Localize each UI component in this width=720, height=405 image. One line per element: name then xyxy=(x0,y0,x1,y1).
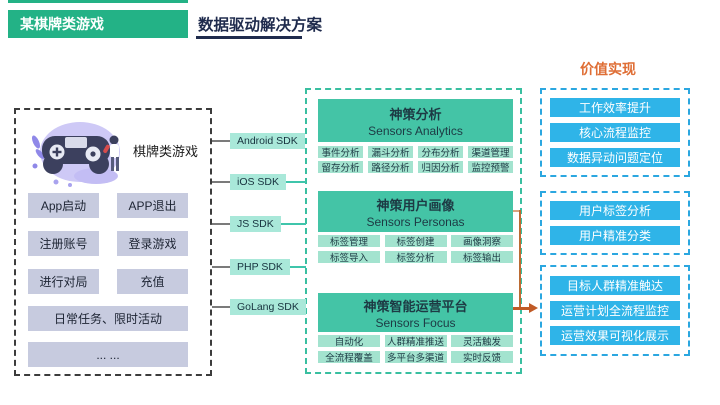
feature-chip: 渠道管理 xyxy=(468,146,513,159)
page-title: 数据驱动解决方案 xyxy=(198,17,323,34)
connector-game-js xyxy=(212,223,232,225)
sdk-js: JS SDK xyxy=(230,216,281,232)
section-title-zh: 神策用户画像 xyxy=(376,197,455,213)
sdk-ios: iOS SDK xyxy=(230,174,287,190)
section-sensors-analytics: 神策分析 Sensors Analytics xyxy=(318,99,513,142)
feature-chip: 自动化 xyxy=(318,335,380,348)
connector-personas-stub xyxy=(513,210,521,212)
connector-focus-value xyxy=(513,307,530,310)
connector-vertical xyxy=(519,210,521,309)
section-sensors-personas: 神策用户画像 Sensors Personas xyxy=(318,191,513,232)
value-item: 用户精准分类 xyxy=(550,226,680,245)
event-ellipsis: ... ... xyxy=(28,342,188,367)
value-group-personas: 用户标签分析 用户精准分类 xyxy=(540,191,690,255)
feature-chip: 归因分析 xyxy=(418,161,463,174)
connector-game-golang xyxy=(212,306,232,308)
arrow-head-icon xyxy=(529,303,538,313)
section-title-zh: 神策智能运营平台 xyxy=(363,298,468,314)
feature-chip: 留存分析 xyxy=(318,161,363,174)
value-item: 数据异动问题定位 xyxy=(550,148,680,167)
value-group-analytics: 工作效率提升 核心流程监控 数据异动问题定位 xyxy=(540,88,690,177)
feature-chip: 多平台多渠道 xyxy=(384,351,447,364)
feature-chip: 画像洞察 xyxy=(451,235,513,248)
focus-features-row2: 全流程覆盖 多平台多渠道 实时反馈 xyxy=(318,351,513,364)
value-item: 用户标签分析 xyxy=(550,201,680,220)
personas-features-row2: 标签导入 标签分析 标签输出 xyxy=(318,251,513,264)
event-play-match: 进行对局 xyxy=(28,269,99,294)
analytics-features-row2: 留存分析 路径分析 归因分析 监控预警 xyxy=(318,161,513,174)
value-item: 核心流程监控 xyxy=(550,123,680,142)
analytics-features-row1: 事件分析 漏斗分析 分布分析 渠道管理 xyxy=(318,146,513,159)
feature-chip: 标签输出 xyxy=(451,251,513,264)
section-sensors-focus: 神策智能运营平台 Sensors Focus xyxy=(318,293,513,332)
page-title-underline xyxy=(196,36,302,39)
feature-chip: 漏斗分析 xyxy=(368,146,413,159)
event-recharge: 充值 xyxy=(117,269,188,294)
personas-features-row1: 标签管理 标签创建 画像洞察 xyxy=(318,235,513,248)
connector-game-ios xyxy=(212,181,232,183)
event-app-exit: APP退出 xyxy=(117,193,188,218)
gamepad-illustration xyxy=(31,122,120,187)
feature-chip: 标签管理 xyxy=(318,235,380,248)
sdk-android: Android SDK xyxy=(230,133,305,149)
feature-chip: 监控预警 xyxy=(468,161,513,174)
section-title-en: Sensors Personas xyxy=(366,214,465,229)
feature-chip: 人群精准推送 xyxy=(384,335,447,348)
sdk-php: PHP SDK xyxy=(230,259,290,275)
section-title-en: Sensors Focus xyxy=(375,315,456,330)
event-register: 注册账号 xyxy=(28,231,99,256)
value-group-focus: 目标人群精准触达 运营计划全流程监控 运营效果可视化展示 xyxy=(540,265,690,356)
event-login: 登录游戏 xyxy=(117,231,188,256)
feature-chip: 灵活触发 xyxy=(451,335,513,348)
value-item: 工作效率提升 xyxy=(550,98,680,117)
connector-game-android xyxy=(212,140,232,142)
feature-chip: 事件分析 xyxy=(318,146,363,159)
feature-chip: 实时反馈 xyxy=(451,351,513,364)
section-title-en: Sensors Analytics xyxy=(368,123,463,138)
value-item: 运营计划全流程监控 xyxy=(550,301,680,320)
sdk-golang: GoLang SDK xyxy=(230,299,306,315)
sensors-platform-panel xyxy=(305,88,522,374)
value-item: 目标人群精准触达 xyxy=(550,276,680,295)
feature-chip: 路径分析 xyxy=(368,161,413,174)
game-events-panel xyxy=(14,108,212,376)
event-app-start: App启动 xyxy=(28,193,99,218)
feature-chip: 标签分析 xyxy=(384,251,447,264)
game-label: 棋牌类游戏 xyxy=(133,144,199,159)
value-item: 运营效果可视化展示 xyxy=(550,326,680,345)
value-title: 价值实现 xyxy=(580,61,636,77)
feature-chip: 标签创建 xyxy=(384,235,447,248)
event-daily-tasks: 日常任务、限时活动 xyxy=(28,306,188,331)
brand-accent-bar xyxy=(8,0,188,3)
focus-features-row1: 自动化 人群精准推送 灵活触发 xyxy=(318,335,513,348)
connector-game-php xyxy=(212,266,232,268)
feature-chip: 标签导入 xyxy=(318,251,380,264)
brand-badge: 某棋牌类游戏 xyxy=(8,10,188,38)
section-title-zh: 神策分析 xyxy=(389,106,442,122)
feature-chip: 分布分析 xyxy=(418,146,463,159)
feature-chip: 全流程覆盖 xyxy=(318,351,380,364)
